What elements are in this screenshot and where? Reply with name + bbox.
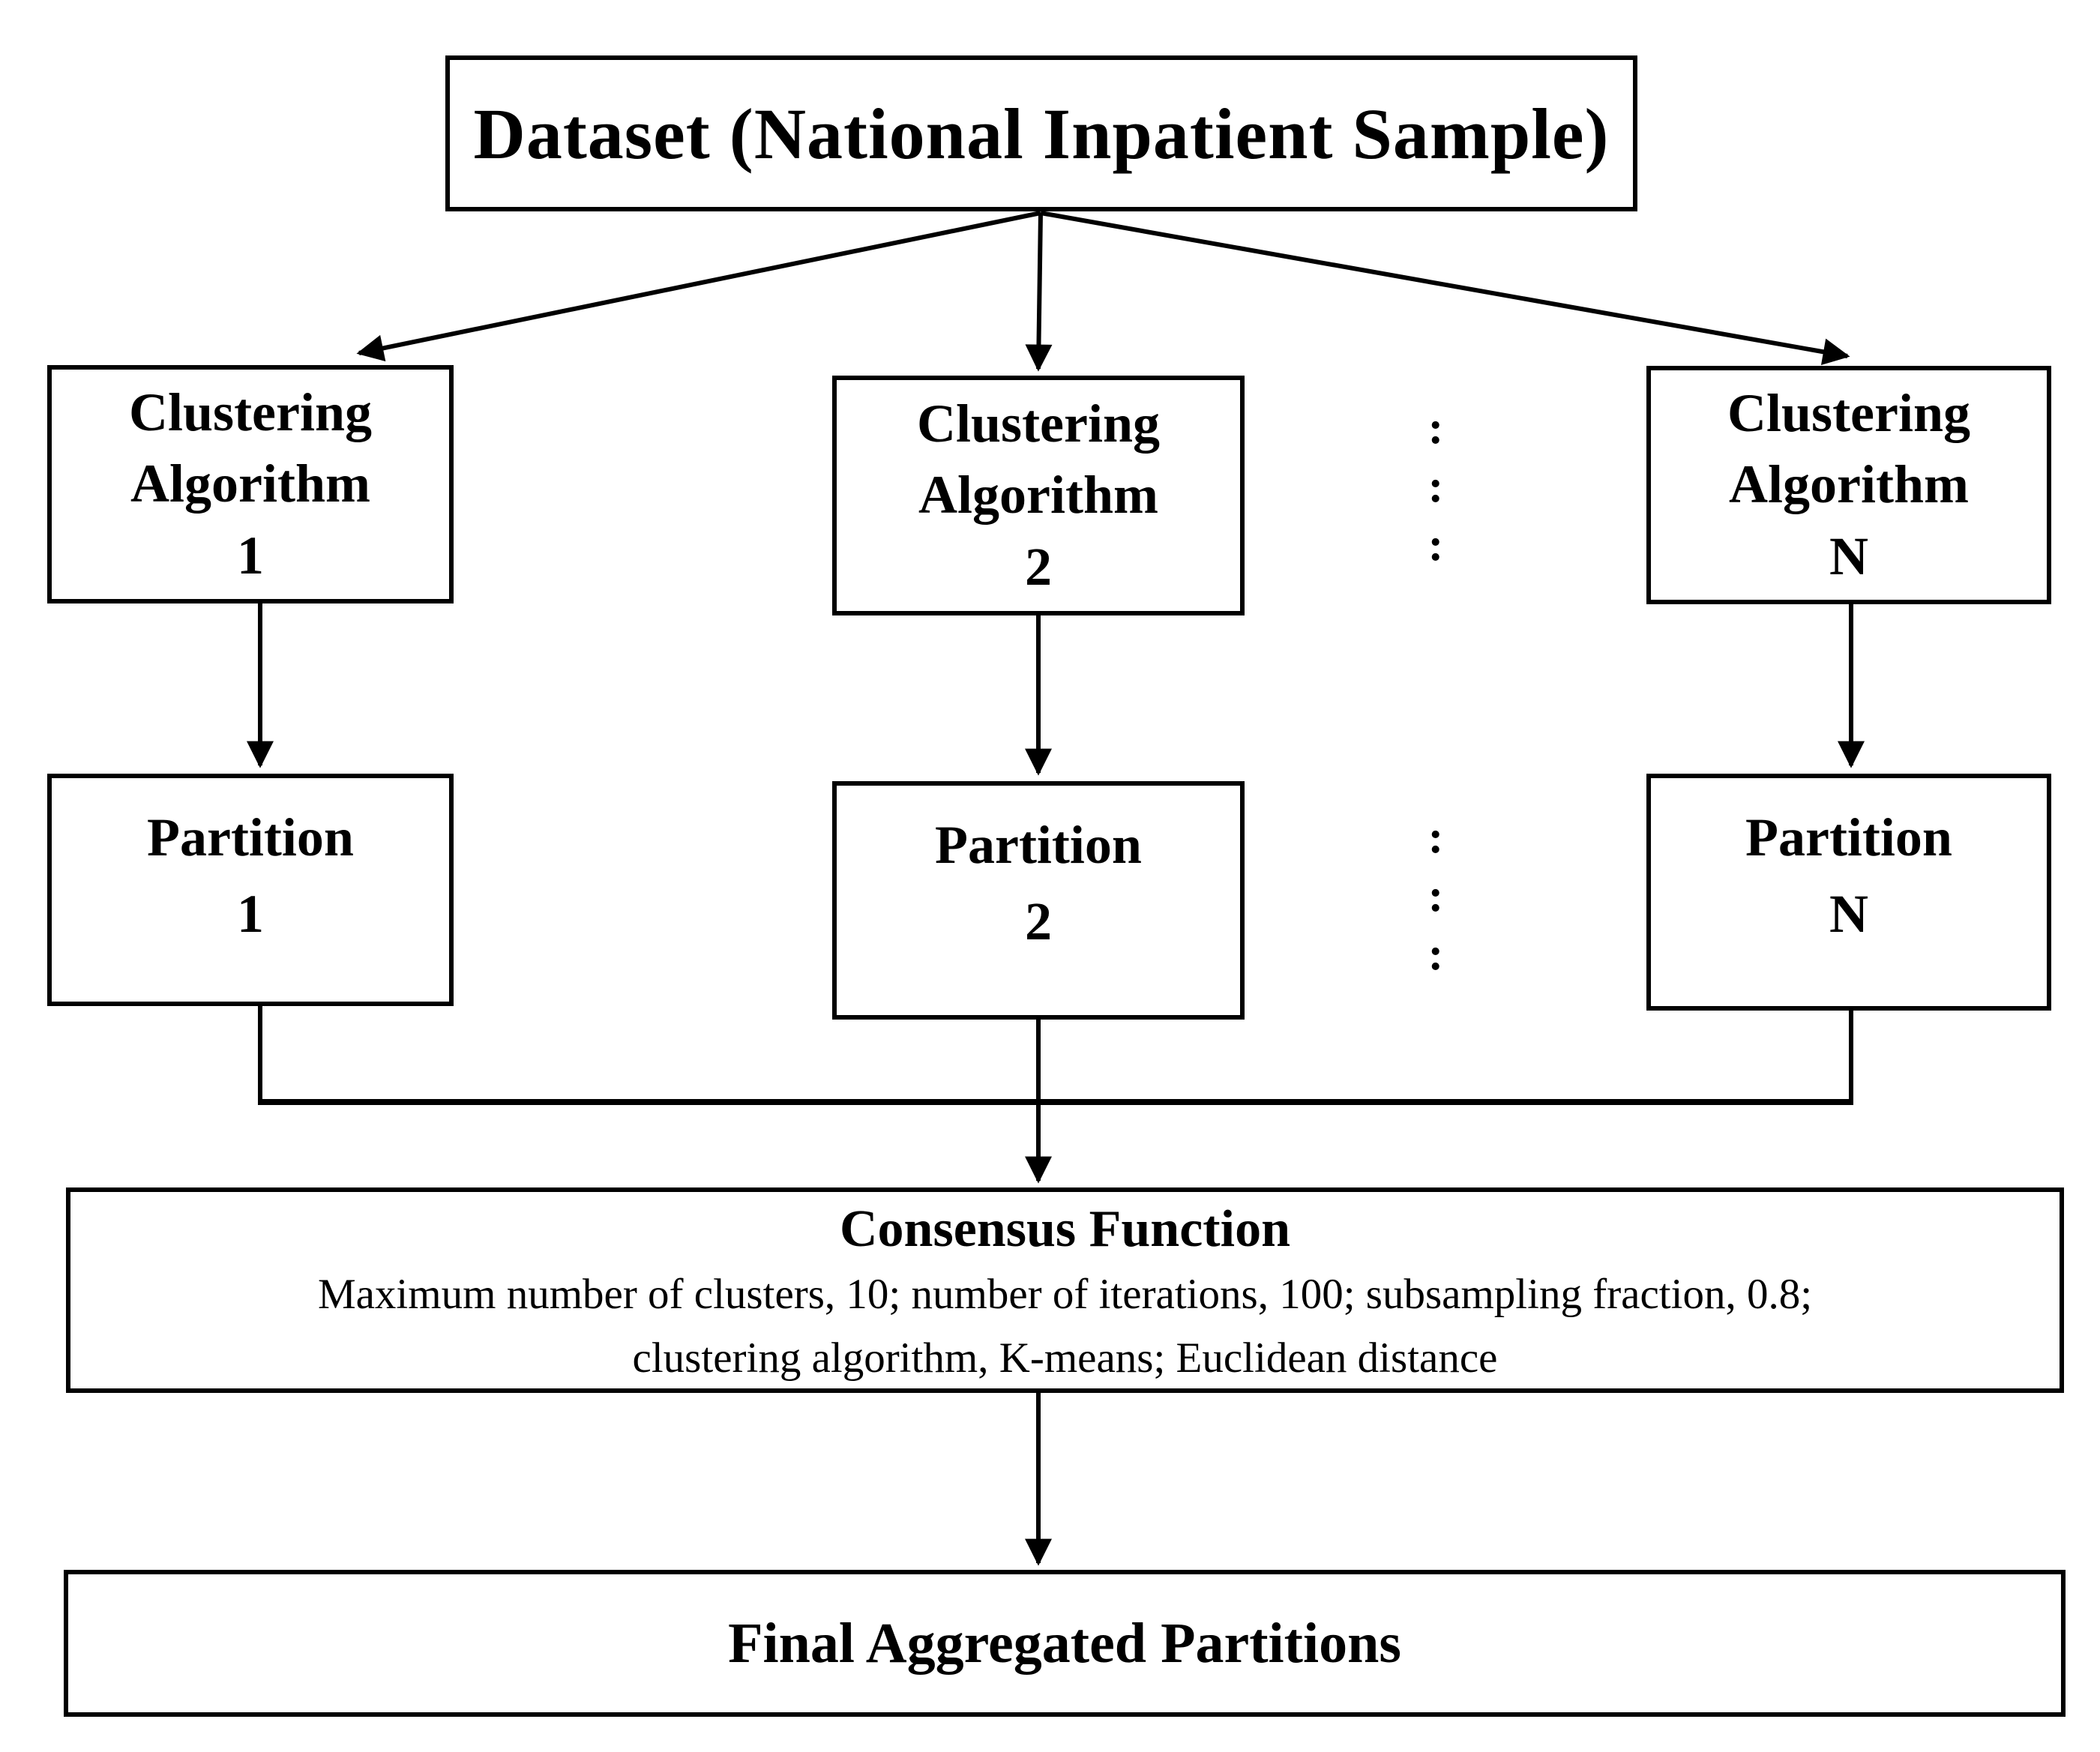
final-aggregated-partitions-box: Final Aggregated Partitions bbox=[64, 1570, 2066, 1717]
partition-2-line-1: Partition bbox=[935, 815, 1142, 875]
dataset-box: Dataset (National Inpatient Sample) bbox=[445, 55, 1637, 211]
edge-dataset-to-algorithm-2 bbox=[1025, 212, 1053, 372]
clustering-algorithm-N-line-1: Clustering bbox=[1727, 383, 1970, 444]
partition-N-box: Partition N bbox=[1646, 774, 2051, 1011]
partition-1-box: Partition 1 bbox=[47, 774, 454, 1006]
clustering-algorithm-2-line-2: Algorithm bbox=[918, 465, 1158, 526]
partition-1-line-2: 1 bbox=[237, 884, 264, 945]
partition-1-line-1: Partition bbox=[147, 807, 354, 867]
edge-dataset-to-algorithm-N bbox=[1040, 211, 1850, 366]
vertical-ellipsis-partition-row: : : : bbox=[1409, 814, 1462, 978]
consensus-parameters-line-2: clustering algorithm, K-means; Euclidean… bbox=[632, 1334, 1498, 1382]
partition-2-box: Partition 2 bbox=[832, 781, 1245, 1020]
ellipsis-dot-group: : bbox=[1427, 929, 1444, 980]
vertical-ellipsis-clustering-row: : : : bbox=[1409, 405, 1462, 568]
clustering-algorithm-N-line-2: Algorithm bbox=[1729, 454, 1969, 515]
consensus-parameters-line-1: Maximum number of clusters, 10; number o… bbox=[317, 1271, 1813, 1319]
clustering-algorithm-N-box: Clustering Algorithm N bbox=[1646, 366, 2051, 604]
clustering-algorithm-2-line-1: Clustering bbox=[917, 394, 1160, 454]
ellipsis-dot-group: : bbox=[1427, 870, 1444, 921]
ellipsis-dot-group: : bbox=[1427, 461, 1444, 512]
ellipsis-dot-group: : bbox=[1427, 403, 1444, 454]
clustering-algorithm-2-box: Clustering Algorithm 2 bbox=[832, 376, 1245, 615]
clustering-algorithm-N-line-3: N bbox=[1829, 526, 1868, 586]
partition-N-line-2: N bbox=[1829, 884, 1868, 945]
clustering-algorithm-1-box: Clustering Algorithm 1 bbox=[47, 365, 454, 603]
consensus-function-title: Consensus Function bbox=[839, 1200, 1290, 1259]
ellipsis-dot-group: : bbox=[1427, 812, 1444, 863]
dataset-label: Dataset (National Inpatient Sample) bbox=[473, 93, 1610, 174]
clustering-algorithm-1-line-3: 1 bbox=[237, 525, 264, 585]
final-aggregated-partitions-label: Final Aggregated Partitions bbox=[728, 1611, 1401, 1675]
partition-N-line-1: Partition bbox=[1745, 807, 1952, 867]
partition-2-line-2: 2 bbox=[1025, 891, 1052, 952]
ellipsis-dot-group: : bbox=[1427, 520, 1444, 571]
edge-dataset-to-algorithm-1 bbox=[356, 211, 1041, 362]
clustering-algorithm-1-line-1: Clustering bbox=[129, 382, 372, 443]
clustering-algorithm-2-line-3: 2 bbox=[1025, 536, 1052, 597]
consensus-function-box: Consensus Function Maximum number of clu… bbox=[66, 1187, 2064, 1393]
clustering-algorithm-1-line-2: Algorithm bbox=[130, 454, 370, 514]
